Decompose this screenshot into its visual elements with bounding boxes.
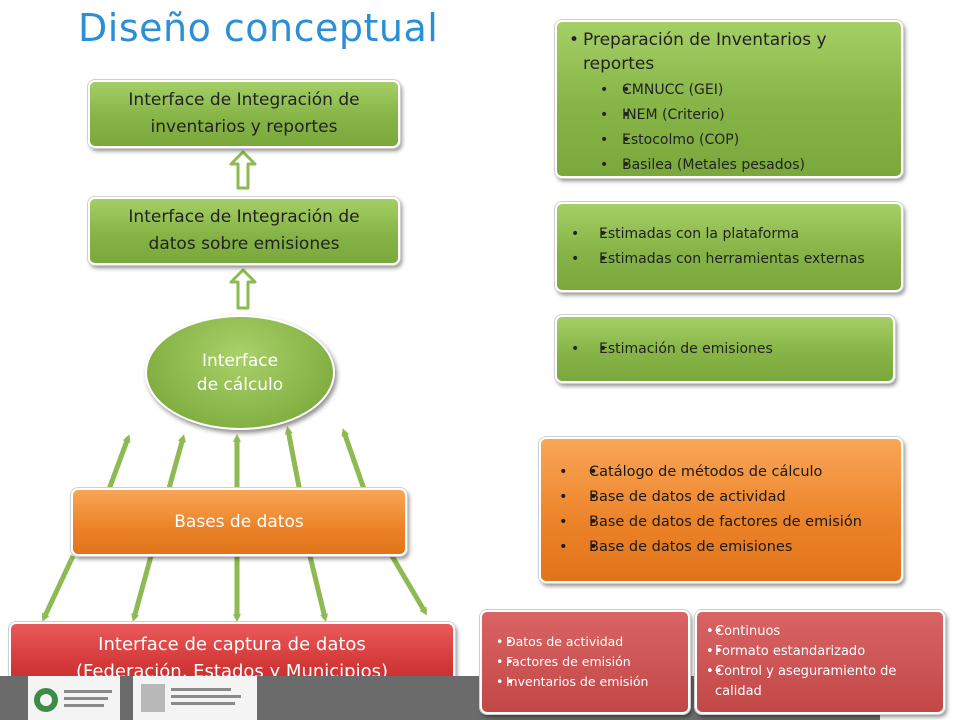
list-item: •INEM (Criterio)	[600, 103, 883, 128]
databases-box: Bases de datos	[71, 488, 407, 556]
list-item: •Formato estandarizado	[706, 642, 940, 662]
list-item: •Estimadas con herramientas externas	[571, 247, 879, 272]
arrow-down-2	[131, 555, 154, 622]
integration-inventories-box: Interface de Integración de inventarios …	[88, 80, 400, 148]
list-item: •Datos de actividad	[496, 632, 648, 652]
list-item: •Basilea (Metales pesados)	[600, 153, 883, 178]
arrow-down-1	[41, 554, 76, 622]
arrow-down-5	[389, 554, 428, 616]
slide-title: Diseño conceptual	[78, 6, 439, 50]
calculation-interface-ellipse: Interface de cálculo	[145, 315, 335, 430]
list-item: •CMNUCC (GEI)	[600, 78, 883, 103]
list-item: •Base de datos de emisiones	[559, 535, 879, 560]
integration-emissions-box: Interface de Integración de datos sobre …	[88, 197, 400, 265]
list-item: •Inventarios de emisión	[496, 672, 648, 692]
activity-data-box: •Datos de actividad •Factores de emisión…	[480, 610, 690, 714]
semarnat-logo-panel	[133, 676, 257, 720]
arrow-up-1	[105, 434, 131, 493]
list-item: •Control y aseguramiento de calidad	[706, 662, 940, 702]
list-item: •Base de datos de actividad	[559, 485, 879, 510]
inventory-preparation-heading: • Preparación de Inventarios y reportes	[569, 30, 827, 74]
inventory-preparation-box: • Preparación de Inventarios y reportes …	[555, 20, 903, 178]
up-block-arrow-middle	[229, 268, 257, 310]
up-block-arrow-top	[229, 150, 257, 190]
catalog-box: •Catálogo de métodos de cálculo •Base de…	[539, 437, 903, 583]
list-item: •Factores de emisión	[496, 652, 648, 672]
arrow-down-4	[307, 555, 328, 622]
continuous-box: •Continuos •Formato estandarizado •Contr…	[695, 610, 945, 714]
estimated-box: •Estimadas con la plataforma •Estimadas …	[555, 202, 903, 292]
seal-icon	[141, 684, 165, 712]
arrow-up-4	[284, 426, 303, 493]
institution-logo-panel	[28, 676, 120, 720]
list-item: •Estimadas con la plataforma	[571, 222, 879, 247]
emission-estimation-box: •Estimación de emisiones	[555, 315, 895, 383]
list-item: •Catálogo de métodos de cálculo	[559, 460, 879, 485]
arrow-up-2	[165, 434, 186, 493]
list-item: •Base de datos de factores de emisión	[559, 510, 879, 535]
list-item: •Estocolmo (COP)	[600, 128, 883, 153]
arrow-up-5	[341, 428, 368, 493]
list-item: •Estimación de emisiones	[571, 337, 773, 362]
list-item: •Continuos	[706, 622, 940, 642]
